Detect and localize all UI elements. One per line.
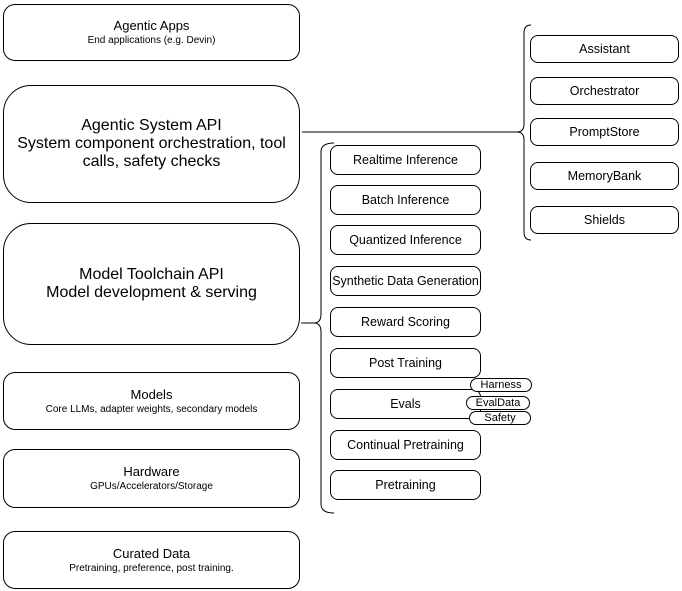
node-label: Batch Inference — [361, 193, 450, 207]
node-title: Agentic System API — [81, 117, 222, 134]
node-label: Continual Pretraining — [347, 438, 464, 452]
node-title: Curated Data — [112, 545, 191, 561]
node-synthetic-data-generation: Synthetic Data Generation — [330, 266, 481, 296]
node-title: Hardware — [123, 464, 180, 479]
node-evals: Evals — [330, 389, 481, 419]
node-label: Realtime Inference — [353, 153, 458, 167]
node-label: Shields — [584, 213, 625, 227]
node-label: Reward Scoring — [361, 315, 450, 329]
node-pretraining: Pretraining — [330, 470, 481, 500]
tag-label: Safety — [484, 412, 516, 424]
tag-safety: Safety — [469, 411, 531, 425]
system-components-brace — [516, 24, 532, 241]
node-title: Agentic Apps — [113, 18, 190, 33]
tag-label: Harness — [480, 379, 522, 391]
tag-label: EvalData — [475, 397, 521, 409]
node-post-training: Post Training — [330, 348, 481, 378]
node-curated-data: Curated Data Pretraining, preference, po… — [3, 531, 300, 589]
node-label: Post Training — [369, 356, 442, 370]
node-label: Quantized Inference — [349, 233, 462, 247]
node-orchestrator: Orchestrator — [530, 77, 679, 105]
node-batch-inference: Batch Inference — [330, 185, 481, 215]
node-reward-scoring: Reward Scoring — [330, 307, 481, 337]
node-label: MemoryBank — [567, 169, 642, 183]
node-agentic-apps: Agentic Apps End applications (e.g. Devi… — [3, 4, 300, 61]
node-label: Synthetic Data Generation — [332, 274, 479, 288]
node-models: Models Core LLMs, adapter weights, secon… — [3, 372, 300, 430]
node-realtime-inference: Realtime Inference — [330, 145, 481, 175]
node-hardware: Hardware GPUs/Accelerators/Storage — [3, 449, 300, 508]
tag-harness: Harness — [470, 378, 532, 392]
node-shields: Shields — [530, 206, 679, 234]
node-subtitle: GPUs/Accelerators/Storage — [90, 481, 213, 492]
node-title: Models — [130, 386, 173, 402]
node-model-toolchain-api: Model Toolchain API Model development & … — [3, 223, 300, 345]
node-subtitle: Pretraining, preference, post training. — [69, 562, 234, 574]
node-continual-pretraining: Continual Pretraining — [330, 430, 481, 460]
node-label: Pretraining — [375, 478, 436, 492]
node-label: Orchestrator — [569, 84, 640, 98]
node-title: Model Toolchain API — [79, 266, 224, 283]
node-quantized-inference: Quantized Inference — [330, 225, 481, 255]
node-subtitle: Core LLMs, adapter weights, secondary mo… — [45, 403, 258, 415]
node-label: Assistant — [579, 42, 630, 56]
node-subtitle: End applications (e.g. Devin) — [87, 35, 216, 46]
node-label: PromptStore — [569, 125, 640, 139]
node-subtitle: System component orchestration, tool cal… — [17, 135, 286, 170]
node-memorybank: MemoryBank — [530, 162, 679, 190]
tag-evaldata: EvalData — [466, 396, 530, 410]
node-promptstore: PromptStore — [530, 118, 679, 146]
node-subtitle: Model development & serving — [46, 284, 257, 301]
node-label: Evals — [390, 397, 421, 411]
node-agentic-system-api: Agentic System API System component orch… — [3, 85, 300, 203]
node-assistant: Assistant — [530, 35, 679, 63]
